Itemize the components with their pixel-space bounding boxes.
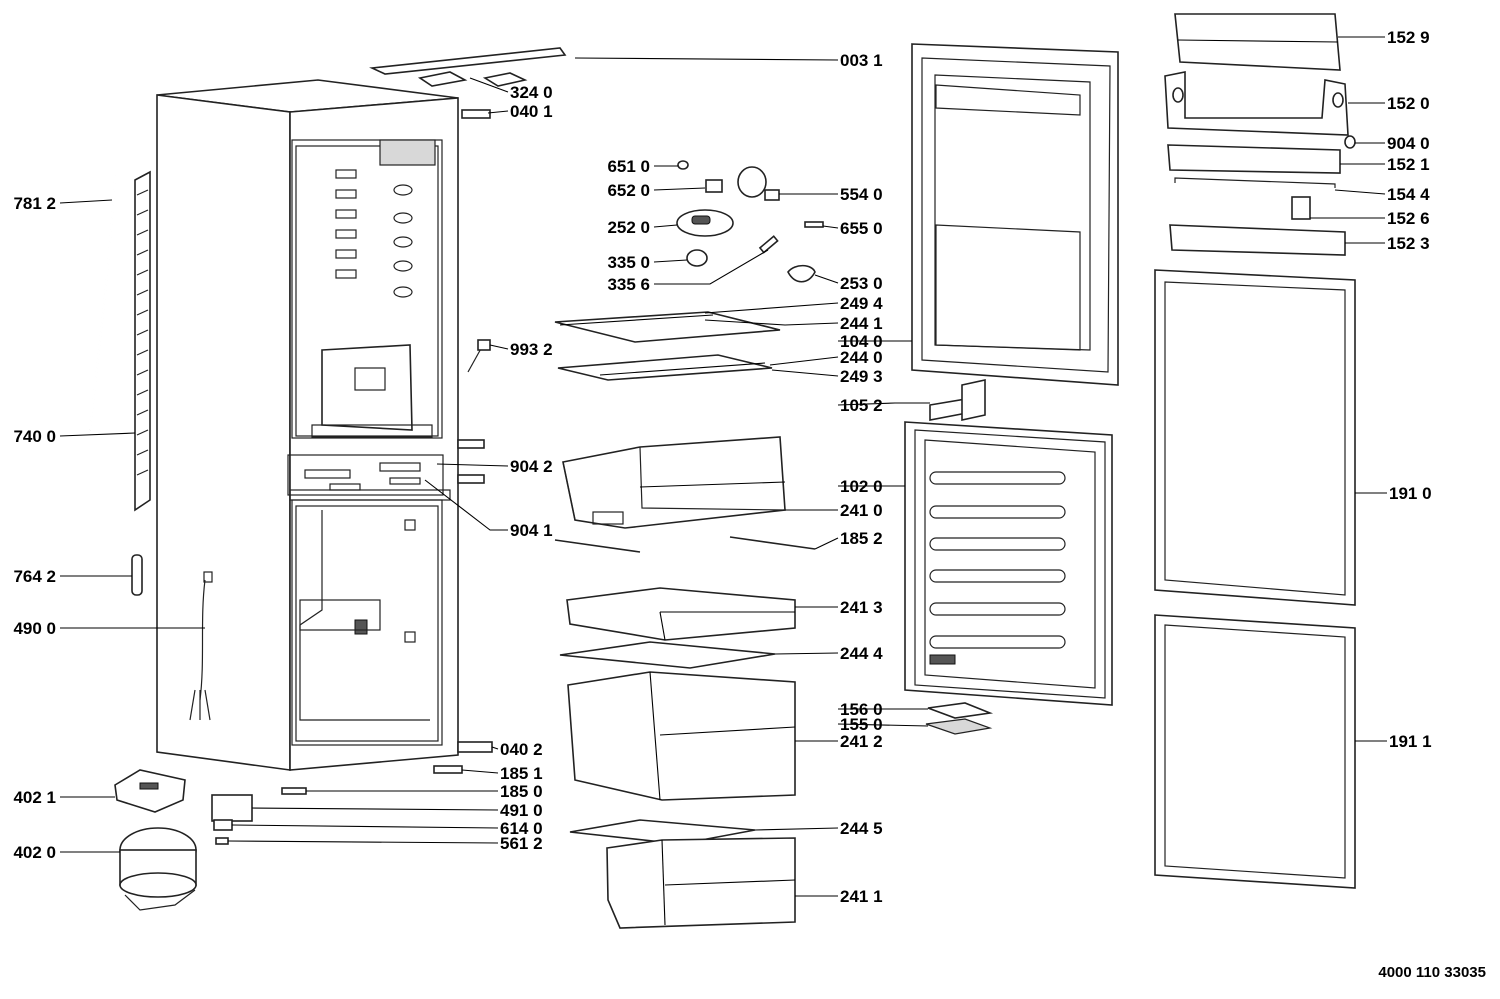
part-label-740-0: 740 0 [13,427,56,446]
cabinet [156,79,459,771]
part-label-244-1: 244 1 [840,314,883,333]
part-label-105-2: 105 2 [840,396,883,415]
part-label-490-0: 490 0 [13,619,56,638]
drawer-241-3 [566,587,796,641]
part-label-155-0: 155 0 [840,715,883,734]
leader-652-0 [653,187,706,191]
part-label-335-0: 335 0 [607,253,650,272]
leader-154-4 [1334,189,1386,195]
part-label-102-0: 102 0 [840,477,883,496]
drawer-241-2 [567,671,796,801]
part-label-104-0: 104 0 [840,332,883,351]
part-label-253-0: 253 0 [840,274,883,293]
part-label-244-4: 244 4 [840,644,883,663]
part-label-152-1: 152 1 [1387,155,1430,174]
leader-003-1 [574,57,839,61]
part-label-040-2: 040 2 [500,740,543,759]
part-label-993-2: 993 2 [510,340,553,359]
leader-740-0 [59,432,136,437]
part-label-764-2: 764 2 [13,567,56,586]
part-label-252-0: 252 0 [607,218,650,237]
part-label-241-3: 241 3 [840,598,883,617]
part-label-244-0: 244 0 [840,348,883,367]
condenser [134,170,151,512]
leader-993-2 [489,344,509,350]
part-label-904-2: 904 2 [510,457,553,476]
part-label-614-0: 614 0 [500,819,543,838]
part-label-241-2: 241 2 [840,732,883,751]
leader-249-4 [704,302,839,314]
leader-185-1 [461,769,499,774]
leader-335-0 [653,259,688,263]
part-label-244-5: 244 5 [840,819,883,838]
leader-040-2 [491,746,499,750]
part-label-554-0: 554 0 [840,185,883,204]
part-label-249-4: 249 4 [840,294,883,313]
leader-155-0 [837,723,929,727]
part-label-402-0: 402 0 [13,843,56,862]
part-label-249-3: 249 3 [840,367,883,386]
leader-lines [59,36,1387,897]
part-label-324-0: 324 0 [510,83,553,102]
leader-561-2 [227,840,499,844]
part-label-561-2: 561 2 [500,834,543,853]
gasket-191-1 [1154,614,1356,889]
fridge-door-inner [911,43,1119,386]
leader-244-4 [774,652,839,655]
leader-655-0 [822,225,839,229]
part-label-156-0: 156 0 [840,700,883,719]
part-label-904-0: 904 0 [1387,134,1430,153]
part-label-154-4: 154 4 [1387,185,1430,204]
part-label-152-0: 152 0 [1387,94,1430,113]
part-label-652-0: 652 0 [607,181,650,200]
leader-904-2 [436,463,509,467]
door-shelves [1164,13,1356,256]
leader-491-0 [251,807,499,811]
document-number: 4000 110 33035 [1378,964,1486,981]
part-label-191-0: 191 0 [1389,484,1432,503]
leader-904-1 [424,479,508,531]
leader-324-0 [469,77,509,93]
part-label-040-1: 040 1 [510,102,553,121]
part-label-003-1: 003 1 [840,51,883,70]
leader-249-3 [771,369,839,377]
leader-253-0 [814,274,839,284]
part-label-335-6: 335 6 [607,275,650,294]
part-label-781-2: 781 2 [13,194,56,213]
leader-185-2 [814,537,839,550]
leader-105-2 [837,402,930,406]
part-label-655-0: 655 0 [840,219,883,238]
gasket-191-0 [1154,269,1356,606]
compressor [119,827,197,911]
part-label-185-1: 185 1 [500,764,543,783]
part-label-904-1: 904 1 [510,521,553,540]
part-label-185-2: 185 2 [840,529,883,548]
part-label-152-3: 152 3 [1387,234,1430,253]
leader-614-0 [231,824,499,829]
drawer-241-1 [606,837,796,929]
part-label-152-6: 152 6 [1387,209,1430,228]
part-label-491-0: 491 0 [500,801,543,820]
leader-244-0 [769,356,839,366]
part-label-191-1: 191 1 [1389,732,1432,751]
leader-244-5 [754,827,839,831]
part-label-241-0: 241 0 [840,501,883,520]
leader-252-0 [653,224,678,228]
part-label-185-0: 185 0 [500,782,543,801]
leader-335-6 [654,249,769,285]
leader-781-2 [59,199,113,204]
leader-040-1 [487,110,509,114]
part-label-152-9: 152 9 [1387,28,1430,47]
leader-244-1 [704,319,839,326]
freezer-door-inner [904,421,1113,706]
part-label-241-1: 241 1 [840,887,883,906]
part-label-402-1: 402 1 [13,788,56,807]
crisper-241-0 [562,436,786,529]
part-label-651-0: 651 0 [607,157,650,176]
